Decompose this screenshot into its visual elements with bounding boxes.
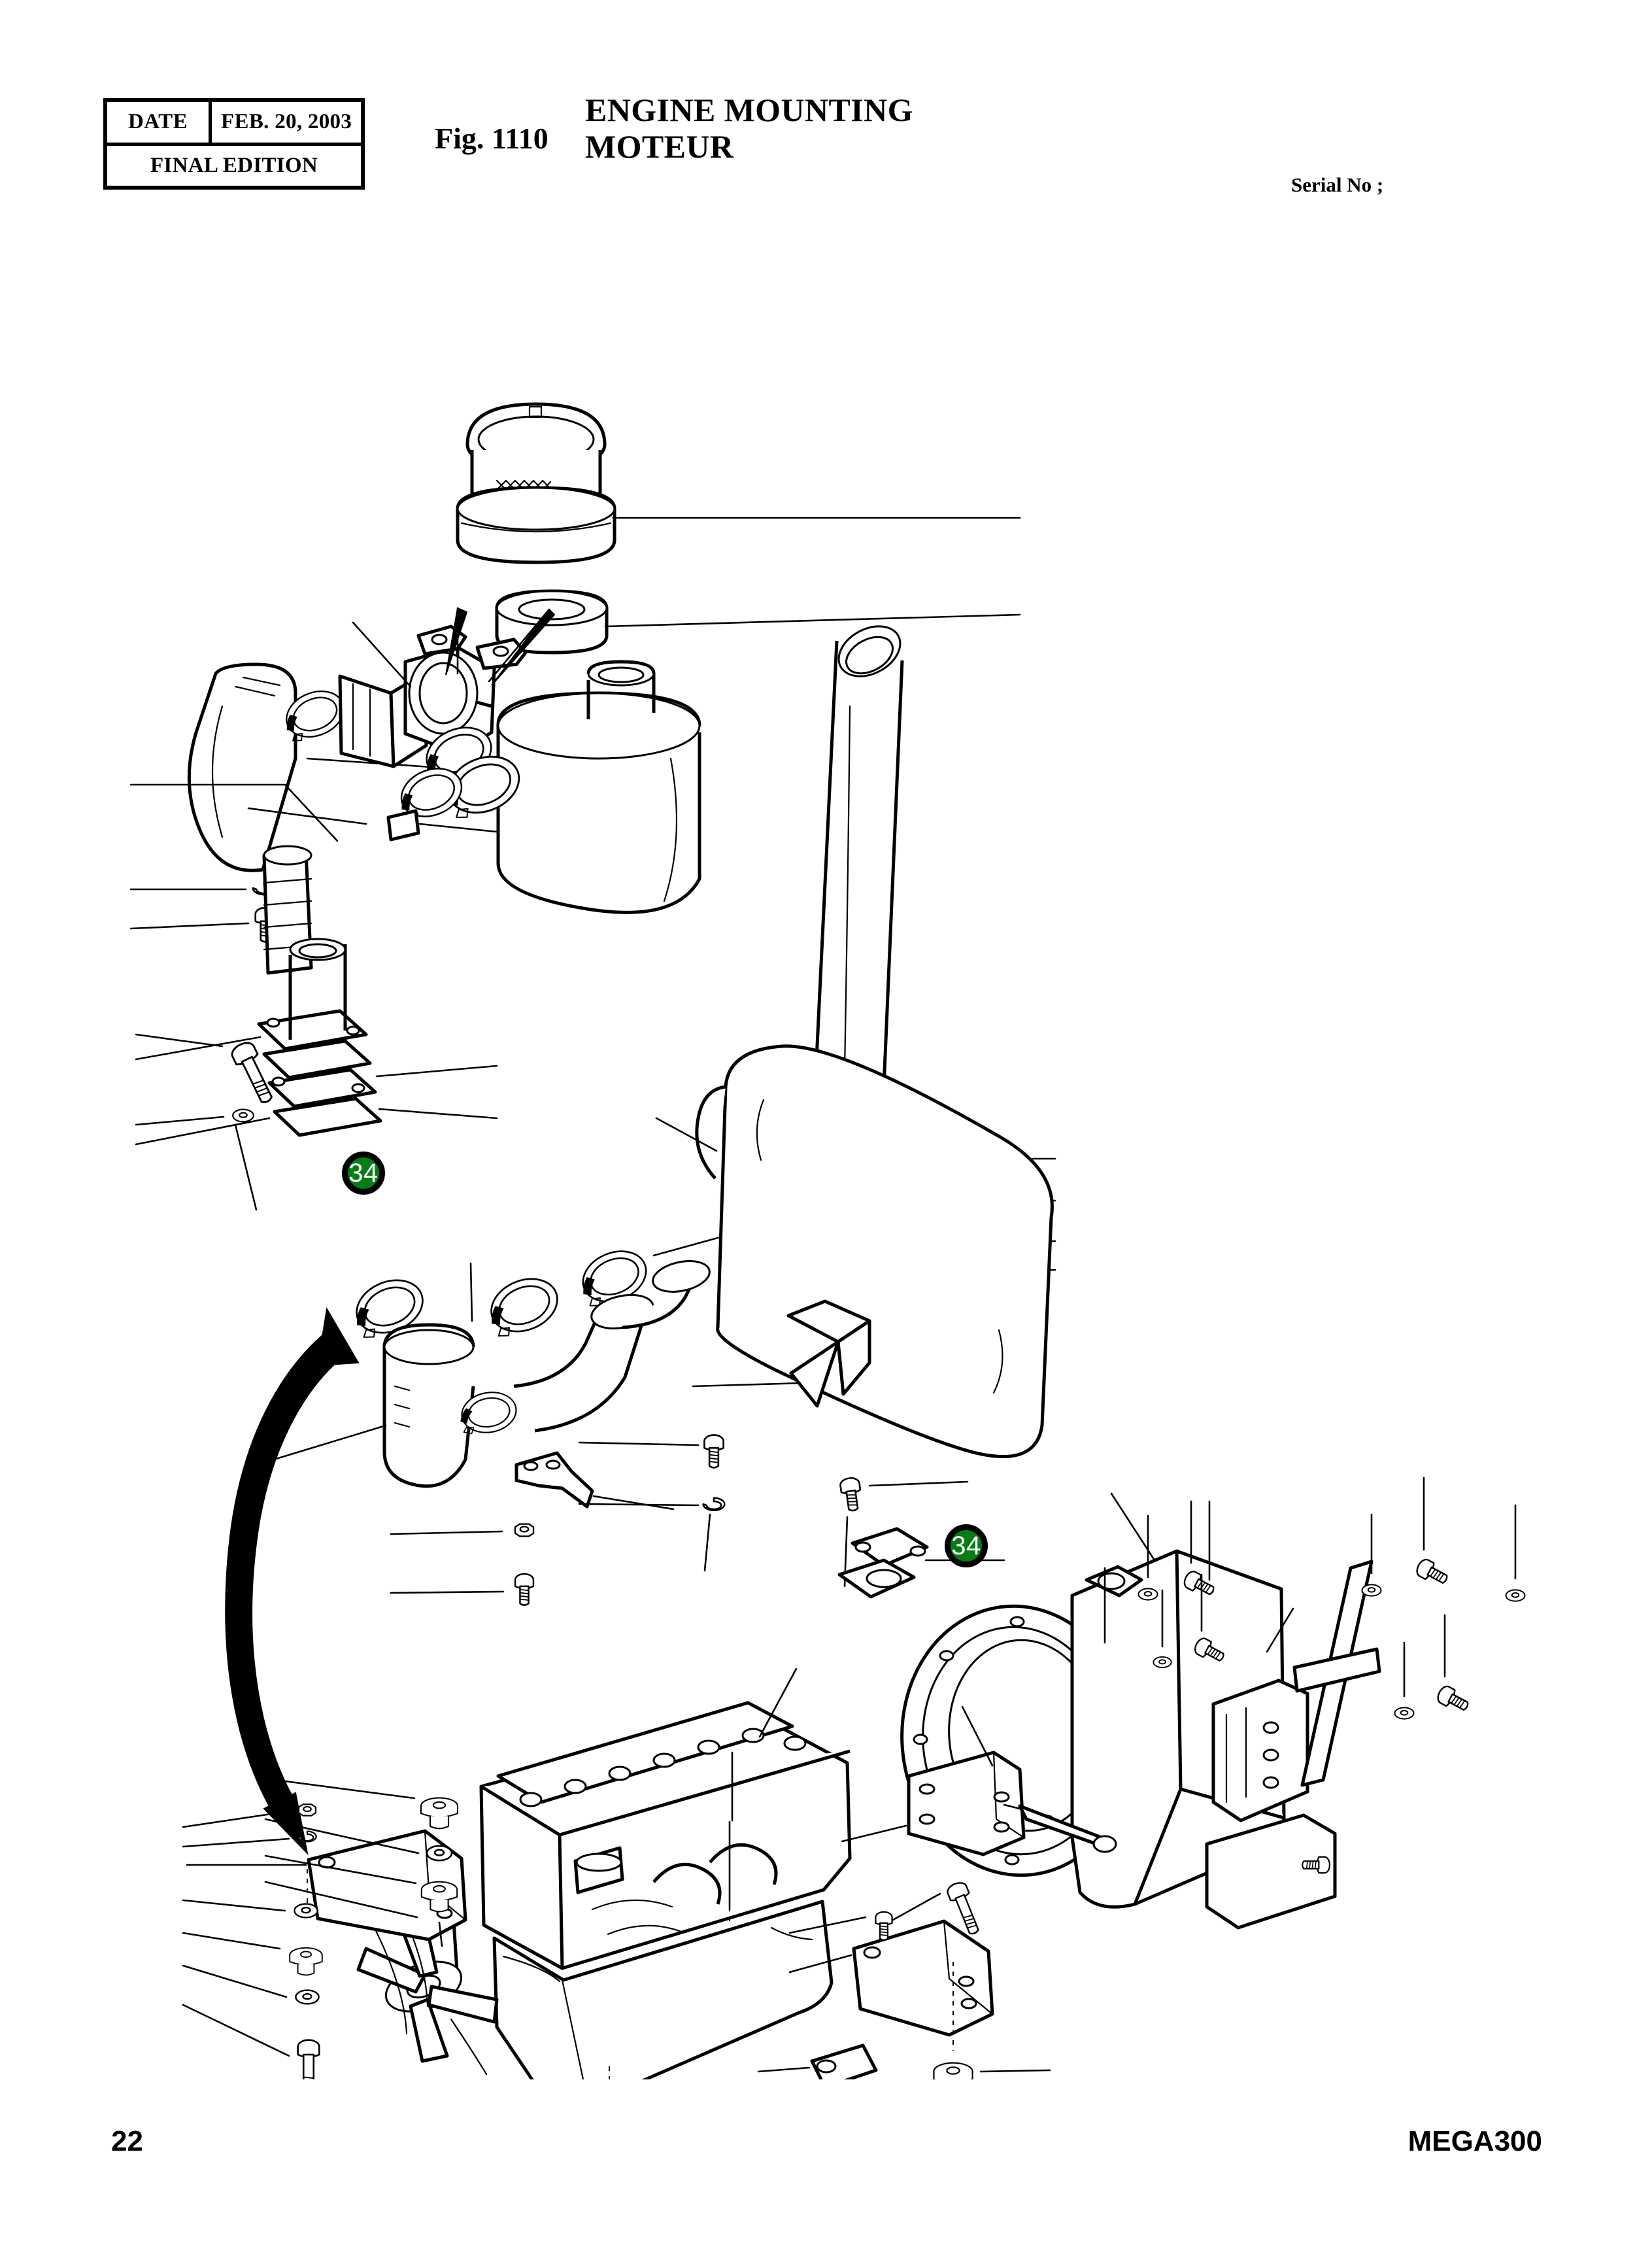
center-engine-mount-stack	[264, 1777, 459, 1947]
model-code: MEGA300	[1408, 2125, 1542, 2157]
air-cleaner-body	[306, 660, 701, 914]
date-label: DATE	[107, 102, 212, 143]
edition-info-table: DATE FEB. 20, 2003 FINAL EDITION	[103, 98, 365, 190]
page-number: 22	[111, 2125, 143, 2157]
table-row: FINAL EDITION	[107, 146, 361, 186]
muffler-body	[655, 1044, 1054, 1458]
parts-diagram-svg: .ln{fill:none;stroke:#000;stroke-width:3…	[129, 402, 1526, 2079]
right-engine-mount	[788, 1911, 1051, 2079]
flexible-exhaust-bellows	[135, 845, 498, 1146]
callout-marker-34[interactable]: 34	[342, 1152, 385, 1195]
bellhousing-fasteners	[1138, 1477, 1526, 1720]
edition-value: FINAL EDITION	[150, 153, 318, 177]
housing-gasket	[837, 1527, 1005, 1599]
title-english: ENGINE MOUNTING	[585, 92, 913, 128]
page-header: DATE FEB. 20, 2003 FINAL EDITION Fig. 11…	[0, 0, 1652, 222]
turbocharger-assembly	[187, 607, 556, 872]
exploded-parts-diagram: .ln{fill:none;stroke:#000;stroke-width:3…	[0, 366, 1652, 2079]
upper-left-fasteners	[129, 783, 339, 1211]
title-french: MOTEUR	[585, 128, 734, 165]
bottom-center-mount-stack	[609, 2066, 610, 2079]
muffler-mount-fasteners	[578, 1434, 969, 1588]
callout-marker-34[interactable]: 34	[945, 1524, 988, 1567]
air-cleaner-adapter-ring	[495, 589, 1021, 655]
rear-lower-support	[757, 2043, 878, 2079]
table-row: DATE FEB. 20, 2003	[107, 102, 361, 146]
page-footer: 22 MEGA300	[0, 2112, 1652, 2191]
intake-elbow-piping	[251, 1219, 871, 1606]
serial-no-label: Serial No ;	[1291, 173, 1384, 196]
engine-block	[356, 1667, 852, 2079]
transmission-mount-bracket	[841, 1705, 1117, 1938]
pre-cleaner-assembly	[456, 402, 1021, 564]
assembly-direction-arrow	[225, 1307, 360, 1856]
page-title: ENGINE MOUNTING MOTEUR	[585, 92, 913, 165]
figure-number: Fig. 1110	[435, 122, 548, 155]
date-value: FEB. 20, 2003	[221, 110, 352, 134]
